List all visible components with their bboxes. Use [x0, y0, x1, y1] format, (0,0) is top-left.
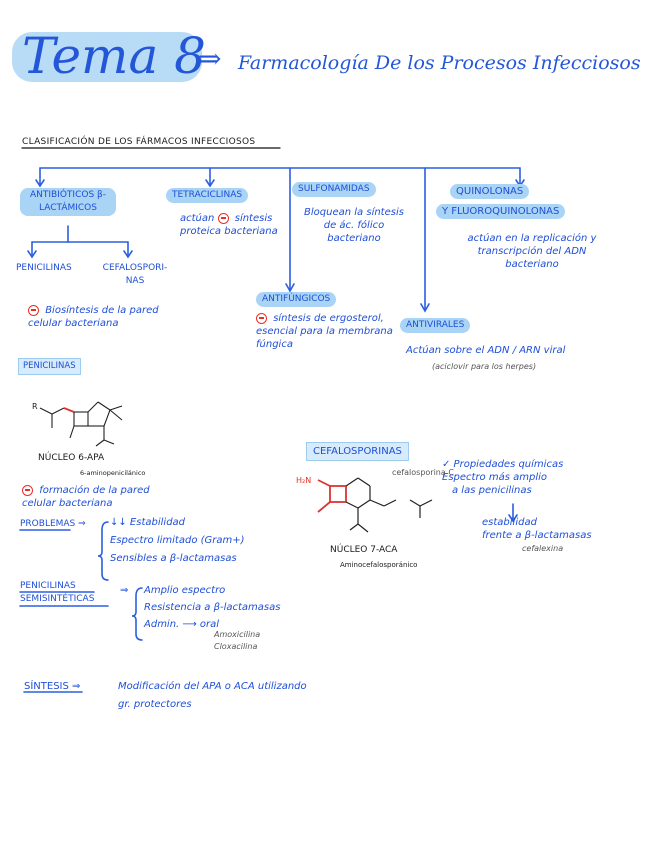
sintesis-desc: Modificación del APA o ACA utilizando gr…	[118, 681, 307, 710]
problema-item: Espectro limitado (Gram+)	[110, 535, 245, 546]
inhibit-icon	[256, 312, 267, 324]
inhibit-icon	[217, 212, 229, 224]
quinolonas-desc: actúan en la replicación y transcripción…	[467, 233, 597, 270]
semi-item: Amplio espectro	[144, 585, 226, 596]
classification-heading: CLASIFICACIÓN DE LOS FÁRMACOS INFECCIOSO…	[22, 137, 256, 147]
cef-props-2: estabilidad frente a β-lactamasas	[482, 516, 632, 542]
penicilinas-tag: PENICILINAS	[18, 358, 81, 375]
semi-item: Admin. ⟶ oral	[144, 619, 220, 630]
semi-arrow: ⇒	[120, 585, 129, 596]
header: Tema 8 ⇒ Farmacología De los Procesos In…	[0, 18, 646, 98]
pen-nucleo-sub: 6-aminopenicilánico	[80, 469, 146, 477]
cef-props: ✓ Propiedades químicas Espectro más ampl…	[442, 458, 622, 497]
antivirales-tag: ANTIVIRALES	[400, 318, 471, 333]
tema-highlight	[12, 32, 202, 82]
pen-r-label: R	[32, 402, 38, 411]
problema-item: ↓↓ Estabilidad	[110, 517, 186, 528]
antifungicos-desc: síntesis de ergosterol, esencial para la…	[256, 312, 406, 351]
tema-title: Tema 8	[22, 27, 206, 85]
inhibit-icon	[22, 484, 33, 496]
semi-label: PENICILINAS SEMISINTÉTICAS	[20, 580, 120, 606]
antivirales-desc: Actúan sobre el ADN / ARN viral	[406, 345, 566, 356]
betalact-desc: Biosíntesis de la pared celular bacteria…	[28, 304, 168, 330]
sulfonamidas-desc: Bloquean la síntesis de ác. fólico bacte…	[304, 207, 404, 244]
fluoroquinolonas-tag: Y FLUOROQUINOLONAS	[436, 204, 566, 219]
problemas-label: PROBLEMAS ⇒	[20, 519, 86, 529]
cef-nucleo-sub: Aminocefalosporánico	[340, 561, 418, 569]
problema-item: Sensibles a β-lactamasas	[110, 553, 237, 564]
cefalosporinas-tag: CEFALOSPORINAS	[306, 442, 409, 461]
semi-label-text: PENICILINAS SEMISINTÉTICAS	[20, 581, 95, 604]
cef-prop: estabilidad	[482, 517, 537, 528]
antifungicos-desc-text: síntesis de ergosterol, esencial para la…	[256, 313, 393, 350]
pen-desc-text: formación de la pared celular bacteriana	[22, 485, 150, 509]
semi-examples: Amoxicilina Cloxacilina	[214, 630, 260, 652]
cef-prop: ✓ Propiedades químicas	[442, 459, 564, 470]
antibioticos-tag: ANTIBIÓTICOS β-LACTÁMICOS	[20, 188, 116, 216]
cef-nucleo: NÚCLEO 7-ACA	[330, 545, 398, 555]
tetraciclinas-desc: actúan síntesis proteica bacteriana	[180, 212, 290, 238]
betalact-desc-text: Biosíntesis de la pared celular bacteria…	[28, 305, 159, 329]
cef-prop: frente a β-lactamasas	[482, 530, 592, 541]
antifungicos-tag: ANTIFÚNGICOS	[256, 292, 337, 307]
cef-mol-label: cefalosporina C	[392, 468, 454, 477]
pen-desc: formación de la pared celular bacteriana	[22, 484, 162, 510]
semi-item: Resistencia a β-lactamasas	[144, 602, 281, 613]
penicilinas-branch: PENICILINAS	[16, 263, 72, 273]
cef-prop: Espectro más amplio	[442, 472, 548, 483]
pen-nucleo: NÚCLEO 6-APA	[38, 453, 105, 463]
inhibit-icon	[28, 304, 39, 316]
cef-prop: a las penicilinas	[452, 485, 532, 496]
semi-example: Cloxacilina	[214, 642, 258, 651]
penicillin-structure	[39, 401, 123, 447]
sintesis-label-text: SÍNTESIS	[24, 681, 69, 692]
problemas-label-text: PROBLEMAS	[20, 519, 76, 529]
cefalosporinas-branch: CEFALOSPORI-NAS	[102, 263, 168, 286]
cef-h2n: H₂N	[296, 476, 312, 485]
cephalosporin-structure	[317, 477, 433, 533]
cef-example: cefalexina	[522, 544, 564, 553]
problemas-list: ↓↓ Estabilidad Espectro limitado (Gram+)…	[110, 516, 245, 565]
tetraciclinas-desc-1: actúan	[180, 213, 215, 224]
tetraciclinas-desc-2: síntesis	[234, 213, 273, 224]
tetraciclinas-tag: TETRACICLINAS	[166, 188, 249, 203]
sulfonamidas-tag: SULFONAMIDAS	[292, 182, 376, 197]
semi-example: Amoxicilina	[214, 630, 261, 639]
header-subtitle: Farmacología De los Procesos Infecciosos	[238, 52, 641, 74]
antivirales-note: (aciclovir para los herpes)	[432, 362, 537, 371]
sintesis-label: SÍNTESIS ⇒	[24, 681, 81, 692]
quinolonas-tag: QUINOLONAS	[450, 184, 530, 199]
tetraciclinas-desc-3: proteica bacteriana	[180, 226, 278, 237]
header-arrow: ⇒	[198, 42, 222, 75]
semi-list: Amplio espectro Resistencia a β-lactamas…	[144, 584, 280, 631]
